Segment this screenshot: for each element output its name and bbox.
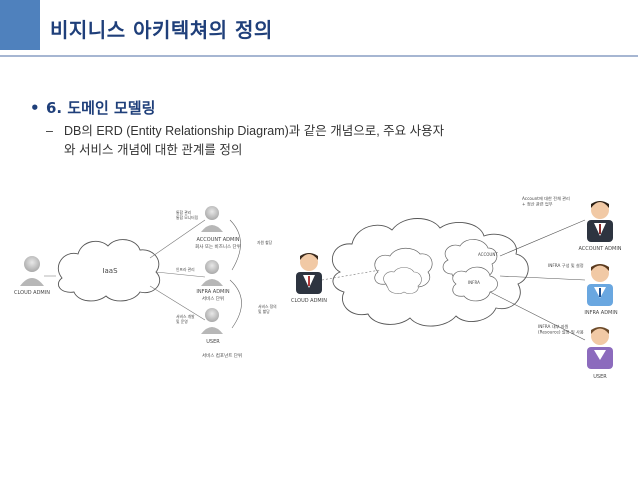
title-divider [0,55,638,57]
left-cloud-admin-label: CLOUD ADMIN [14,290,50,296]
left-account-admin-label: ACCOUNT ADMIN [196,237,239,243]
right-account-admin-icon [587,201,613,242]
right-user-label: USER [593,374,607,380]
left-infra-admin-icon [201,260,223,286]
title-accent-bar [0,0,40,50]
description-line-1: DB의 ERD (Entity Relationship Diagram)과 같… [64,124,445,138]
right-note-infra: INFRA 구성 및 설정 [548,262,584,269]
section-heading-text: 6. 도메인 모델링 [46,99,156,117]
right-note-account: Account에 대한 전체 관리+ 정산 관련 업무 [522,195,570,207]
left-infra-admin-desc: 서비스 단위 [202,295,224,302]
right-account-cloud-label: ACCOUNT [478,252,498,257]
right-cloud-admin-label: CLOUD ADMIN [291,298,327,304]
bullet-marker: • [30,99,40,117]
left-user-icon [201,308,223,334]
domain-model-diagram: CLOUD ADMIN IaaS ACCOUNT ADMIN 회사 또는 비즈니… [14,195,622,380]
page-title: 비지니스 아키텍쳐의 정의 [50,18,273,42]
left-account-admin-icon [201,206,223,232]
section-heading: • 6. 도메인 모델링 [30,97,155,118]
right-cloud-admin-icon [296,253,322,294]
left-account-admin-desc: 회사 또는 비즈니스 단위 [195,243,241,250]
iaas-label: IaaS [102,267,118,275]
right-infra-admin-icon [587,264,613,306]
description-line-2: 와 서비스 개념에 대한 관계를 정의 [64,143,243,157]
left-note-resource: 자원 할당 [257,240,273,245]
right-account-admin-label: ACCOUNT ADMIN [578,246,621,252]
left-cloud-admin-icon [20,256,44,286]
right-user-icon [587,327,613,369]
dash-marker: – [46,124,53,138]
right-big-cloud [331,218,529,327]
left-user-label: USER [206,339,220,345]
right-note-user: INFRA 내부 자원(Resource) 설정 및 사용 [538,323,584,335]
right-infra-admin-label: INFRA ADMIN [584,310,617,316]
left-user-desc: 서비스 컴포넌트 단위 [202,352,242,359]
right-infra-cloud-label: INFRA [468,280,480,285]
left-note-infra: 인프라 관리 [176,267,195,272]
left-infra-admin-label: INFRA ADMIN [196,289,229,295]
section-description: – DB의 ERD (Entity Relationship Diagram)과… [46,122,624,160]
